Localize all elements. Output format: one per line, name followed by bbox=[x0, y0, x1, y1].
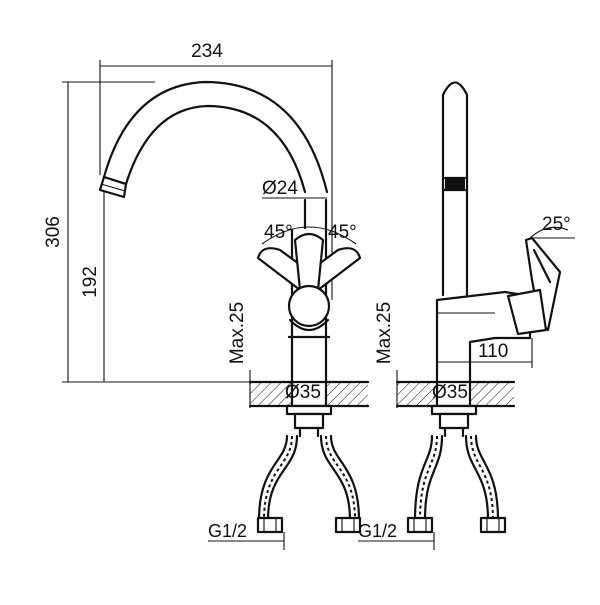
label-max-thickness-side: Max.25 bbox=[374, 302, 395, 364]
dim-thread-front: G1/2 bbox=[208, 521, 285, 550]
spout bbox=[98, 80, 329, 199]
dim-lever-length: 110 bbox=[437, 338, 533, 368]
label-spout-diameter: Ø24 bbox=[262, 178, 298, 199]
hoses-side bbox=[406, 434, 507, 534]
label-max-thickness-front: Max.25 bbox=[227, 302, 248, 364]
label-lever-length: 110 bbox=[478, 341, 508, 362]
label-thread-side: G1/2 bbox=[358, 521, 397, 541]
side-spout bbox=[441, 81, 469, 297]
label-height: 306 bbox=[43, 216, 64, 248]
dim-height: 306 bbox=[43, 81, 250, 383]
counter-front: Ø35 bbox=[248, 380, 370, 408]
label-angle-right: 45° bbox=[328, 222, 357, 243]
label-hole-diameter-side: Ø35 bbox=[432, 382, 468, 403]
dim-spout-diameter: Ø24 bbox=[262, 178, 327, 199]
label-thread-front: G1/2 bbox=[208, 521, 247, 541]
mounting-front bbox=[285, 404, 333, 438]
dim-spout-height: 192 bbox=[80, 192, 105, 382]
dim-thread-side: G1/2 bbox=[358, 521, 435, 550]
hoses-front bbox=[256, 434, 362, 534]
label-hole-diameter-front: Ø35 bbox=[285, 382, 321, 403]
side-view: 25° 110 Max.25 Ø35 bbox=[358, 81, 575, 550]
dim-lever-angle: 25° bbox=[529, 214, 571, 239]
label-width: 234 bbox=[191, 41, 223, 62]
counter-side: Ø35 bbox=[395, 380, 516, 408]
dim-max-thickness-front: Max.25 bbox=[227, 302, 251, 408]
side-lever bbox=[506, 236, 575, 336]
dim-max-thickness-side: Max.25 bbox=[374, 302, 398, 408]
label-spout-height: 192 bbox=[80, 266, 101, 298]
handle bbox=[256, 232, 362, 339]
dim-width: 234 bbox=[99, 41, 333, 300]
label-angle-left: 45° bbox=[264, 222, 293, 243]
front-view: 234 306 192 Ø24 bbox=[43, 41, 370, 550]
mounting-side bbox=[430, 404, 478, 438]
label-lever-angle: 25° bbox=[542, 214, 571, 235]
angle-marks: 45° 45° bbox=[261, 222, 357, 245]
